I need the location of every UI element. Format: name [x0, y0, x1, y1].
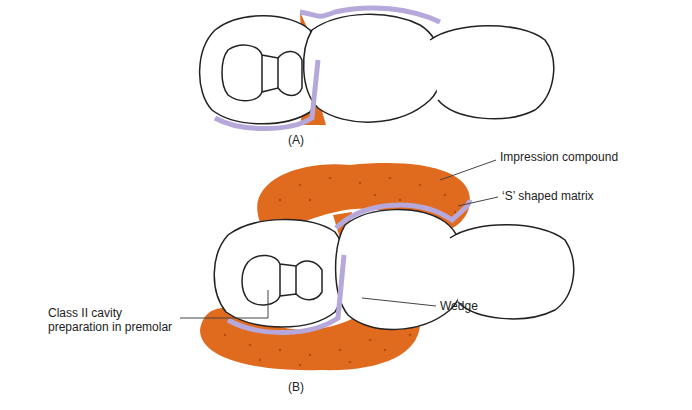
view-a [200, 8, 554, 129]
texture-dot [309, 199, 311, 201]
texture-dot [279, 349, 281, 351]
texture-dot [249, 344, 251, 346]
texture-dot [419, 184, 421, 186]
texture-dot [349, 361, 351, 363]
texture-dot [299, 364, 301, 366]
texture-dot [374, 194, 376, 196]
texture-dot [369, 339, 371, 341]
texture-dot [444, 194, 446, 196]
texture-dot [454, 211, 456, 213]
texture-dot [384, 349, 386, 351]
part-label: Wedge [440, 299, 478, 313]
texture-dot [399, 199, 401, 201]
texture-dot [359, 182, 361, 184]
texture-dot [329, 177, 331, 179]
part-label: ‘S’ shaped matrix [502, 189, 594, 203]
view-label: (B) [288, 380, 304, 394]
part-label: Class II cavity preparation in premolar [48, 306, 180, 334]
texture-dot [409, 334, 411, 336]
view-label: (A) [288, 133, 304, 147]
texture-dot [309, 354, 311, 356]
leader-lines [180, 160, 498, 318]
texture-dot [224, 334, 226, 336]
texture-dot [259, 359, 261, 361]
texture-dot [339, 349, 341, 351]
texture-dot [279, 199, 281, 201]
texture-dot [299, 184, 301, 186]
texture-dot [389, 177, 391, 179]
part-label: Impression compound [500, 150, 618, 164]
